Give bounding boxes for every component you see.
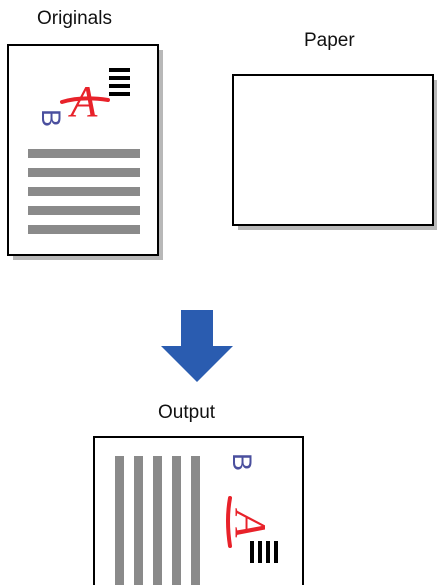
original-letter-b: B	[36, 109, 66, 127]
output-vertical-bar	[172, 456, 181, 585]
output-document: B A	[93, 436, 304, 585]
original-text-line	[28, 149, 140, 158]
paper-label: Paper	[304, 30, 355, 51]
arrow-down-icon	[161, 310, 233, 382]
original-text-line	[28, 206, 140, 215]
original-corner-line	[109, 68, 130, 72]
paper-sheet	[232, 74, 437, 230]
original-corner-line	[109, 84, 130, 88]
original-corner-line	[109, 76, 130, 80]
original-a-stroke	[60, 96, 110, 104]
original-document: B A	[7, 44, 163, 260]
output-vertical-bar	[134, 456, 143, 585]
original-text-lines	[28, 149, 140, 234]
paper-page	[232, 74, 434, 226]
output-corner-bar	[266, 541, 270, 563]
output-corner-bar	[258, 541, 262, 563]
output-label: Output	[158, 402, 216, 423]
output-corner-bar	[250, 541, 254, 563]
svg-text:A: A	[226, 508, 275, 539]
original-text-line	[28, 225, 140, 234]
original-text-line	[28, 187, 140, 196]
output-vertical-bar	[191, 456, 200, 585]
output-vertical-bar	[115, 456, 124, 585]
output-corner-bar	[274, 541, 278, 563]
output-vertical-bar	[153, 456, 162, 585]
originals-label: Originals	[37, 8, 112, 29]
output-corner-bars	[250, 541, 278, 563]
original-corner-line	[109, 92, 130, 96]
output-a-stroke	[226, 496, 232, 548]
original-text-line	[28, 168, 140, 177]
output-letter-b: B	[227, 453, 257, 471]
original-letter-a: A	[60, 77, 110, 126]
output-letter-a: A	[226, 496, 275, 548]
output-vertical-bars	[115, 456, 200, 585]
original-corner-lines	[109, 68, 130, 96]
